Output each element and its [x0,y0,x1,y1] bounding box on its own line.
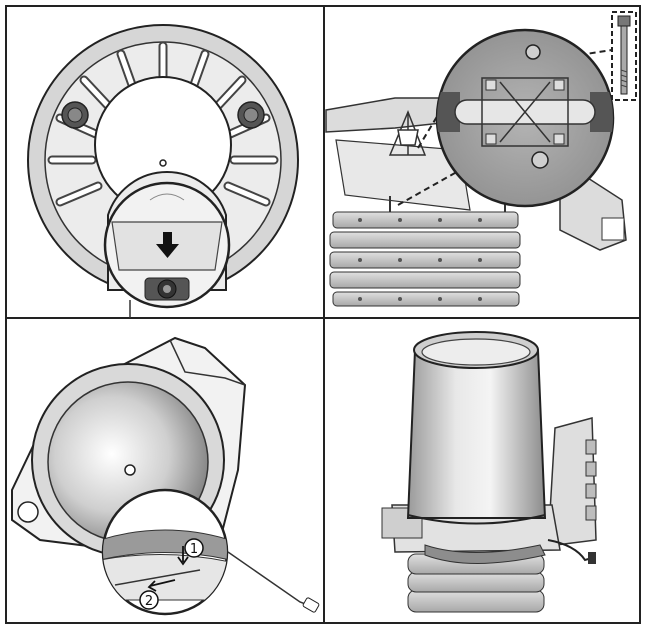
arm-clamp [601,217,625,241]
callout-2-label: 2 [145,594,153,609]
detail-screw-top [525,44,541,60]
bolt-inset [611,11,637,101]
sensor-cable [227,551,317,609]
callout-2: 2 [139,590,159,610]
callout-loupe [101,488,229,616]
callout-1-label: 1 [190,542,198,557]
radiation-shield [329,211,521,307]
rotate-arrow-icon [147,546,189,592]
base-top-edge [169,339,246,386]
panel-top-right-illustration [325,11,637,307]
bracket-tabs [585,439,597,521]
magnified-detail [435,28,615,208]
funnel-drain-hole [124,464,136,476]
cable-plug-icon [302,597,320,613]
funnel-bottom-edge [407,514,546,525]
gauge-cable [547,539,593,562]
base-ring-stack [407,553,545,613]
push-down-arrow-icon [156,232,179,258]
mounting-screw-right [237,101,265,129]
panel-top-left-illustration [27,24,299,318]
detail-screw-bottom [531,151,549,169]
bracket-truss [388,110,427,156]
mounting-screw-left [61,101,89,129]
panel-bottom-left-illustration: 1 2 [11,336,320,616]
callout-1: 1 [184,538,204,558]
center-hole [159,159,167,167]
panel-bottom-right-illustration [381,331,597,613]
funnel-opening [421,338,531,366]
funnel-body [406,349,547,519]
cover-screw [144,277,190,301]
collar-shadow [424,544,546,564]
gauge-cable-plug-icon [588,552,596,564]
panel-bottom-right-frame [323,317,641,624]
mount-hole-icon [17,501,39,523]
panel-frames [5,5,641,624]
